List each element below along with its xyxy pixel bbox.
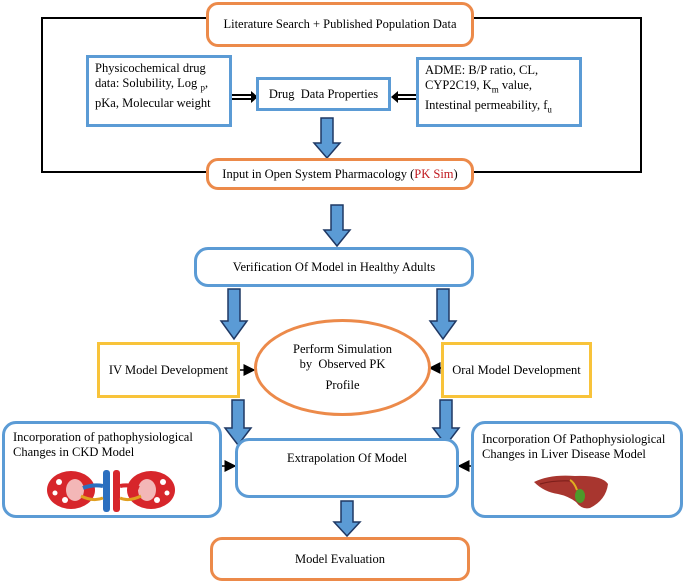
- extrapolation-label: Extrapolation Of Model: [286, 451, 408, 465]
- simulation-line-2: by Observed PK: [299, 357, 386, 371]
- adme-value-text: value,: [498, 78, 533, 92]
- oral-to-extrapolation-arrow: [431, 399, 461, 447]
- drug-data-properties-label: Drug Data Properties: [268, 86, 379, 101]
- iv-to-extrapolation-arrow: [223, 399, 253, 447]
- verification-to-iv-arrow: [219, 288, 249, 341]
- liver-icon: [534, 475, 608, 509]
- physicochemical-comma: ,: [204, 76, 209, 90]
- drugdata-to-input-arrow: [312, 117, 342, 160]
- extrapolation-to-evaluation-arrow: [332, 500, 362, 538]
- fu-subscript: u: [547, 104, 552, 114]
- physchem-to-drugdata-arrow: [232, 91, 258, 103]
- kidney-icon: [47, 470, 175, 512]
- pk-sim-input-node: Input in Open System Pharmacology (PK Si…: [206, 158, 474, 190]
- model-evaluation-node: Model Evaluation: [210, 537, 470, 581]
- input-to-verification-arrow: [322, 204, 352, 248]
- adme-line-2: CYP2C19, K: [425, 78, 492, 92]
- physicochemical-line-1: Physicochemical drug: [95, 61, 206, 75]
- literature-search-label: Literature Search + Published Population…: [223, 17, 457, 31]
- verification-to-oral-arrow: [428, 288, 458, 341]
- pk-sim-input-label: Input in Open System Pharmacology (: [222, 166, 415, 181]
- right-loop-line: [474, 17, 642, 173]
- liver-line-2: Changes in Liver Disease Model: [482, 447, 646, 461]
- physicochemical-node: Physicochemical drug data: Solubility, L…: [86, 55, 232, 127]
- physicochemical-line-2: data: Solubility, Log: [95, 76, 201, 90]
- verification-label: Verification Of Model in Healthy Adults: [232, 259, 436, 274]
- physicochemical-line-3: pKa, Molecular weight: [95, 95, 211, 110]
- oral-model-label: Oral Model Development: [452, 362, 581, 377]
- simulation-ellipse: Perform Simulation by Observed PK Profil…: [254, 319, 431, 416]
- liver-disease-node: Incorporation Of Pathophysiological Chan…: [471, 421, 683, 518]
- simulation-line-1: Perform Simulation: [293, 342, 392, 356]
- adme-to-drugdata-arrow: [391, 91, 416, 103]
- extrapolation-node: Extrapolation Of Model: [235, 438, 459, 498]
- adme-node: ADME: B/P ratio, CL, CYP2C19, Km value, …: [416, 57, 582, 127]
- ckd-node: Incorporation of pathophysiological Chan…: [2, 421, 222, 518]
- verification-node: Verification Of Model in Healthy Adults: [194, 247, 474, 287]
- model-evaluation-label: Model Evaluation: [295, 551, 385, 566]
- left-loop-line: [41, 17, 206, 173]
- km-subscript: m: [491, 84, 499, 95]
- simulation-line-3: Profile: [325, 378, 360, 392]
- adme-line-1: ADME: B/P ratio, CL,: [425, 63, 539, 77]
- pk-sim-close-paren: ): [453, 166, 458, 181]
- drug-data-properties-node: Drug Data Properties: [256, 77, 391, 111]
- ckd-line-2: Changes in CKD Model: [13, 445, 135, 459]
- liver-line-1: Incorporation Of Pathophysiological: [482, 432, 666, 446]
- log-p-subscript: p: [200, 82, 205, 93]
- oral-model-node: Oral Model Development: [441, 342, 592, 398]
- ckd-line-1: Incorporation of pathophysiological: [13, 430, 193, 444]
- iv-model-label: IV Model Development: [108, 362, 229, 377]
- adme-line-3: Intestinal permeability, f: [425, 97, 548, 112]
- literature-search-node: Literature Search + Published Population…: [206, 2, 474, 47]
- iv-model-node: IV Model Development: [97, 342, 240, 398]
- pk-sim-highlight: PK Sim: [414, 166, 454, 181]
